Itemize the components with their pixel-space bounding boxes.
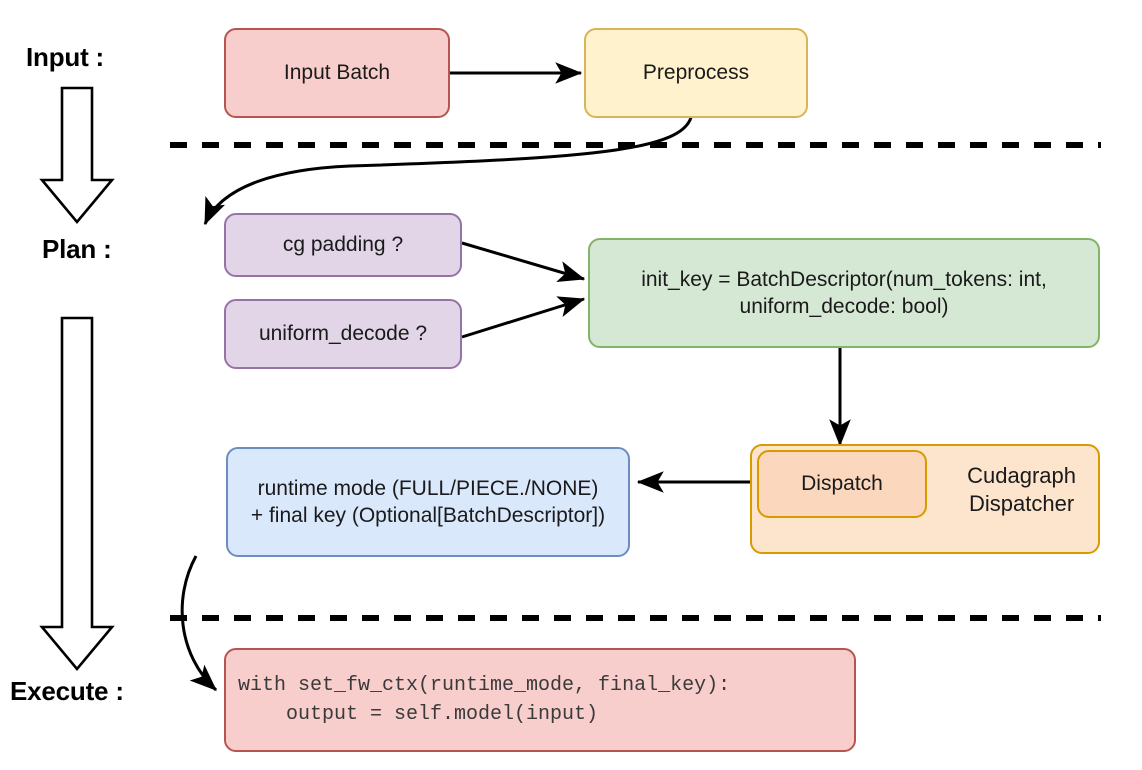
stage-label-execute: Execute : — [10, 676, 124, 706]
node-cudagraph-dispatcher-line2: Dispatcher — [968, 490, 1075, 516]
node-execute-code-line2: output = self.model(input) — [238, 703, 599, 726]
node-init-key-line2: uniform_decode: bool) — [739, 295, 949, 318]
node-init-key-line1: init_key = BatchDescriptor(num_tokens: i… — [641, 267, 1047, 291]
node-dispatch[interactable]: Dispatch — [757, 450, 927, 518]
node-cg-padding-label: cg padding ? — [282, 233, 404, 257]
input-to-plan-arrow — [39, 86, 115, 225]
node-preprocess-label: Preprocess — [642, 61, 750, 85]
node-cudagraph-dispatcher-label: Cudagraph Dispatcher — [967, 462, 1076, 517]
node-execute-code-line1: with set_fw_ctx(runtime_mode, final_key)… — [238, 674, 731, 697]
node-runtime-mode-line2: + final key (Optional[BatchDescriptor]) — [250, 504, 606, 527]
node-uniform-decode[interactable]: uniform_decode ? — [224, 299, 462, 369]
node-uniform-decode-label: uniform_decode ? — [258, 322, 428, 346]
node-dispatch-label: Dispatch — [801, 472, 883, 496]
uniform-decode-to-init-key-arrow — [461, 296, 586, 339]
cg-padding-to-init-key-arrow — [461, 241, 586, 283]
node-runtime-mode[interactable]: runtime mode (FULL/PIECE./NONE) + final … — [226, 447, 630, 557]
stage-label-plan: Plan : — [42, 234, 112, 264]
node-cg-padding[interactable]: cg padding ? — [224, 213, 462, 277]
preprocess-to-cg-padding-arrow — [203, 111, 694, 226]
node-execute-code[interactable]: with set_fw_ctx(runtime_mode, final_key)… — [224, 648, 856, 752]
runtime-mode-to-execute-code-arrow — [180, 555, 218, 692]
plan-to-execute-arrow — [39, 316, 115, 672]
node-runtime-mode-line1: runtime mode (FULL/PIECE./NONE) — [257, 476, 599, 500]
node-preprocess[interactable]: Preprocess — [584, 28, 808, 118]
node-input-batch-label: Input Batch — [283, 61, 391, 85]
node-init-key[interactable]: init_key = BatchDescriptor(num_tokens: i… — [588, 238, 1100, 348]
node-cudagraph-dispatcher-line1: Cudagraph — [967, 463, 1076, 488]
node-input-batch[interactable]: Input Batch — [224, 28, 450, 118]
stage-label-input: Input : — [26, 42, 105, 72]
